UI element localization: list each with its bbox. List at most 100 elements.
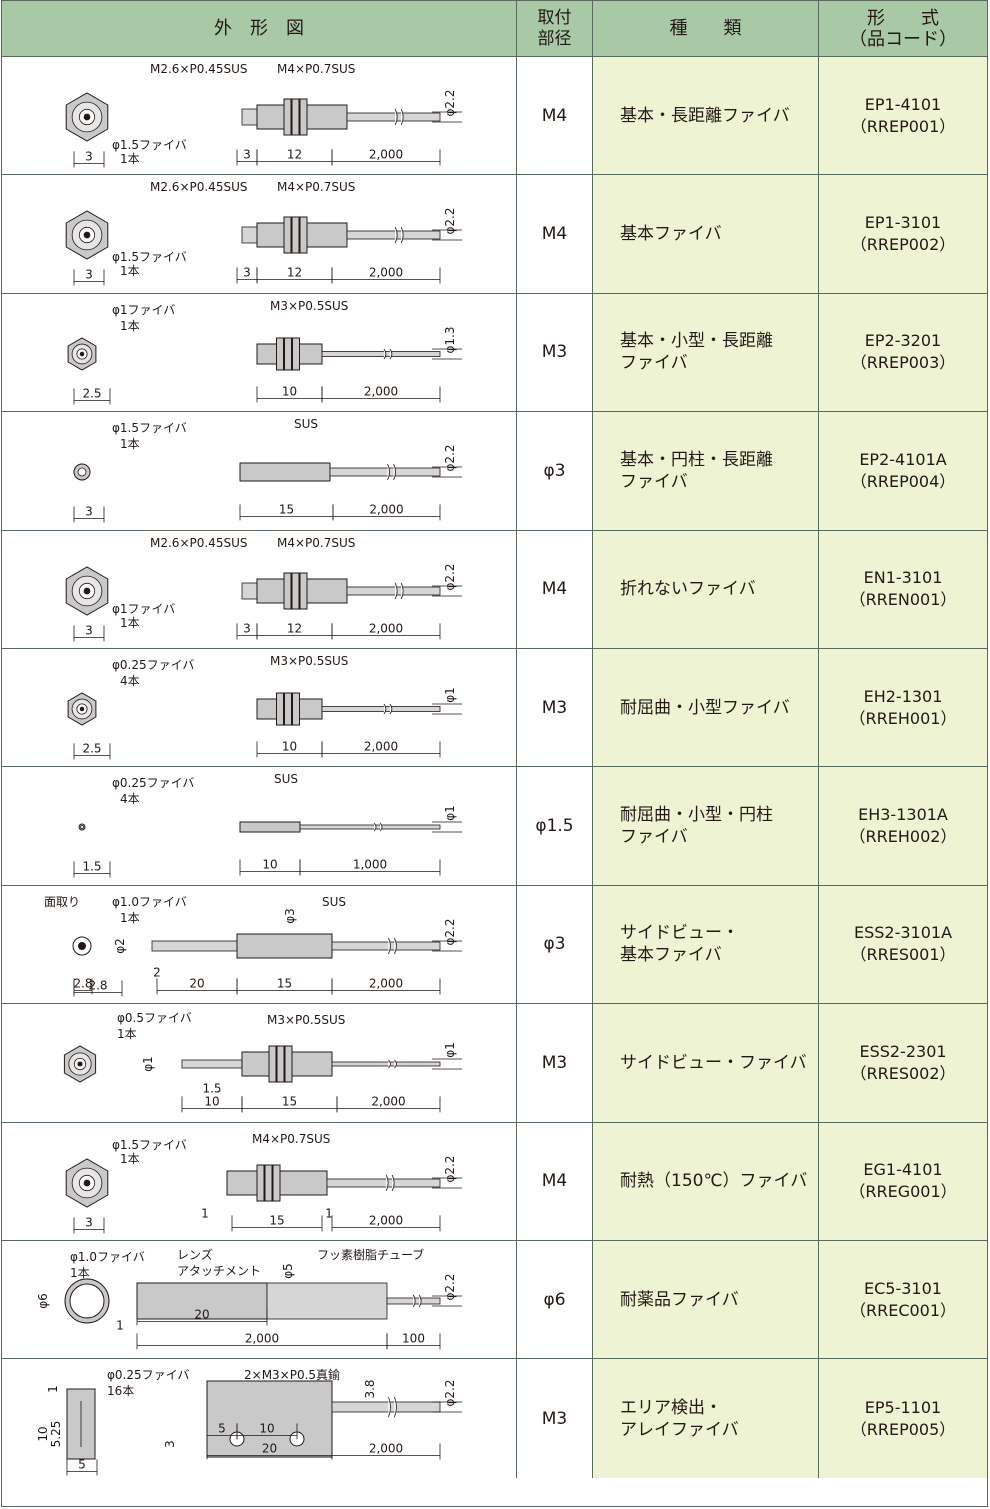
dim-a: 1 [201,1206,209,1220]
tube [266,1282,388,1320]
dim-b: 10 [262,858,277,872]
mount-cell: M4 [517,1122,593,1240]
dim-height2: 5.25 [49,1421,63,1448]
header-type: 種 類 [593,1,819,57]
ferrule-body [239,462,331,482]
label-thread-2: M4×P0.7SUS [277,62,355,76]
dim-diameter: φ2.2 [443,918,457,945]
model-cell: EP1-3101（RREP002） [819,175,987,293]
ferrule-body [239,821,301,833]
product-code: （RREP002） [850,235,956,255]
model-cell: EH3-1301A（RREH002） [819,767,987,885]
label-fiber-count: 1本 [120,1152,140,1166]
mount-cell: M3 [517,649,593,767]
dim-diameter: φ2.2 [443,1380,457,1407]
dim-c: 2,000 [369,1213,403,1227]
type-cell: サイドビュー・ファイバ [593,1004,819,1122]
dim-end: 3 [85,149,93,163]
model-number: EG1-4101 [863,1160,943,1180]
mount-cell: M4 [517,530,593,648]
dim-diameter: φ2.2 [443,208,457,235]
model-cell: EP2-4101A（RREP004） [819,412,987,530]
product-code: （RREH001） [849,708,957,728]
model-cell: ESS2-2301（RRES002） [819,1004,987,1122]
label-fiber-count: 1本 [120,911,140,925]
label-thread-2: M3×P0.5SUS [270,654,348,668]
model-cell: ESS2-3101A（RRES001） [819,885,987,1004]
hex-end-view [67,692,97,726]
label-tube: フッ素樹脂チューブ [317,1247,424,1262]
dim-a: 20 [194,1307,209,1321]
dim-height: 10 [36,1427,50,1442]
dim-mid: φ3 [283,908,297,924]
mount-cell: M3 [517,293,593,412]
header-model: 形 式 （品コード） [819,1,987,57]
dim-a: 3 [243,266,251,280]
mount-cell: φ3 [517,412,593,530]
dim-b: 15 [282,1095,297,1109]
label-fiber: φ0.25ファイバ [112,658,194,672]
dim-a: 3 [243,147,251,161]
label-attachment: アタッチメント [177,1264,261,1278]
label-fiber-count: 1本 [120,616,140,630]
hex-end-view [63,1045,97,1083]
label-fiber: φ1.5ファイバ [112,138,187,152]
label-fiber-count: 1本 [117,1027,137,1041]
model-cell: EP2-3201（RREP003） [819,293,987,412]
type-cell: サイドビュー・ 基本ファイバ [593,885,819,1004]
type-cell: 折れないファイバ [593,530,819,648]
type-cell: 耐熱（150℃）ファイバ [593,1122,819,1240]
label-thread-2: M4×P0.7SUS [252,1132,330,1146]
dim-b: 10 [282,739,297,753]
label-fiber-count: 16本 [107,1384,134,1398]
product-code: （RREN001） [849,590,957,610]
dim-a: 20 [189,976,204,990]
label-fiber-count: 4本 [120,792,140,806]
model-number: EH3-1301A [858,805,948,825]
type-cell: 基本・円柱・長距離 ファイバ [593,412,819,530]
label-fiber: φ1.0ファイバ [70,1250,145,1264]
dim-b: 12 [287,147,302,161]
mount-cell: M4 [517,57,593,175]
model-number: EP2-4101A [859,449,947,469]
dim-diameter: φ2.2 [443,90,457,117]
dim-b: 12 [287,266,302,280]
dim-b: 15 [279,503,294,517]
dim-tail: 100 [402,1331,425,1345]
type-cell: エリア検出・ アレイファイバ [593,1359,819,1478]
label-thread-2: M3×P0.5SUS [267,1013,345,1027]
label-fiber: φ0.25ファイバ [112,776,194,790]
label-thread-2: SUS [274,772,298,786]
product-code: （RREP003） [850,353,956,373]
dim-c: 2,000 [369,1442,403,1456]
product-code: （RRES002） [850,1063,956,1083]
dim-c: 1,000 [353,858,387,872]
hex-end-view [65,92,109,142]
array-head [206,1380,333,1458]
dim-diameter: φ2.2 [443,1155,457,1182]
dim-end: 2.8 [73,976,92,990]
label-chamfer: 面取り [44,895,80,909]
label-fiber: φ1ファイバ [112,602,175,616]
model-cell: EG1-4101（RREG001） [819,1122,987,1240]
label-thread-2: M4×P0.7SUS [277,180,355,194]
